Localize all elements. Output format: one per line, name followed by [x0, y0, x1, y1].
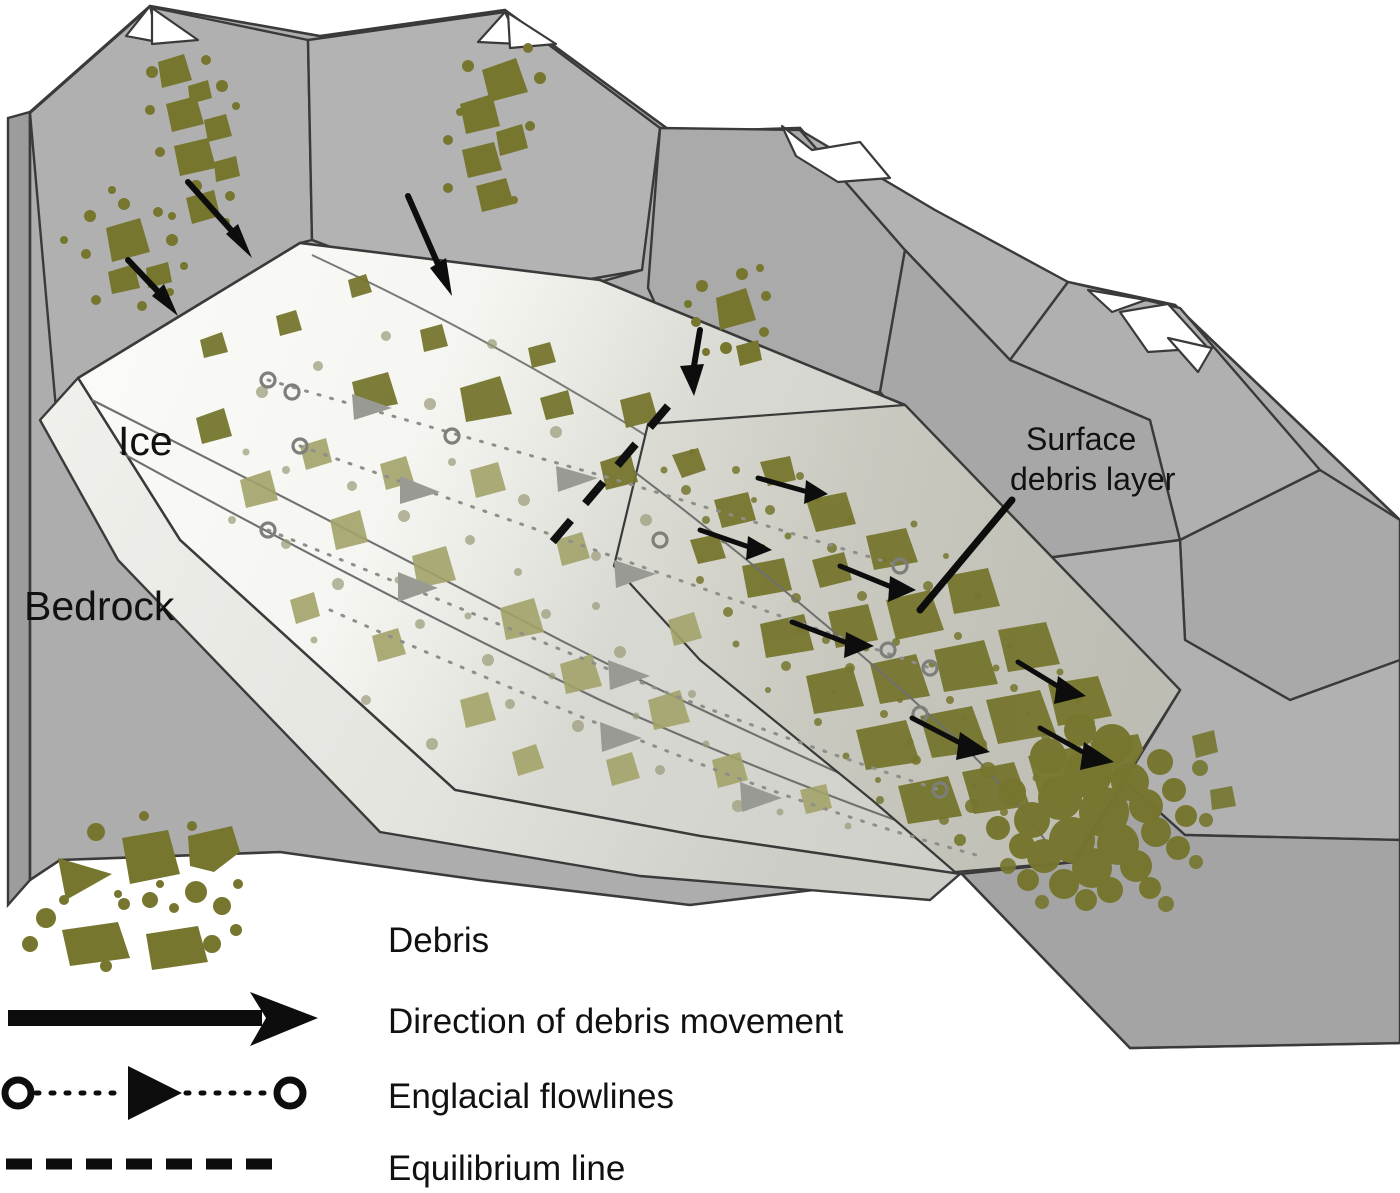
surface-debris-layer-leader: [916, 496, 1016, 614]
englacial-flowline-4: [328, 608, 982, 858]
debris-arrow-2: [697, 527, 772, 560]
flowline-arrowheads: [352, 394, 782, 812]
legend-symbol-englacial-flowlines: [1, 1066, 307, 1120]
ice-label: Ice: [118, 418, 173, 464]
surface-debris-layer-label-line2: debris layer: [1010, 461, 1176, 497]
englacial-flowlines-group: [259, 371, 982, 858]
englacial-flowline-2: [298, 444, 932, 670]
englacial-debris-clasts: [196, 274, 852, 830]
equilibrium-line: [540, 403, 672, 555]
terminal-debris-mound: [954, 714, 1236, 912]
headwall-arrow-2: [125, 257, 178, 316]
headwall-debris-arrows: [125, 179, 704, 396]
debris-arrow-4: [789, 619, 874, 658]
snow-cap-saddle-right: [780, 124, 892, 184]
legend: Debris Direction of debris movement Engl…: [1, 811, 843, 1188]
legend-symbol-debris-direction: [8, 992, 318, 1046]
legend-label-debris-direction: Direction of debris movement: [388, 1002, 843, 1041]
snow-caps: [124, 4, 1214, 374]
bedrock-left-face: [6, 110, 32, 909]
debris-arrow-7: [1037, 725, 1114, 770]
snow-cap-peak-2: [150, 6, 200, 46]
snow-cap-peak-4: [506, 11, 558, 50]
bedrock-label: Bedrock: [24, 583, 175, 629]
headwall-arrow-3: [405, 193, 452, 296]
headwall-arrow-1: [185, 179, 252, 258]
headwall-cluster-d: [684, 264, 771, 366]
headwall-arrow-4: [680, 327, 704, 396]
debris-arrow-1: [755, 475, 828, 504]
debris-arrow-5: [1015, 659, 1086, 704]
snow-cap-far-right-a: [1086, 288, 1148, 314]
surface-debris-layer-label-line1: Surface: [1026, 421, 1136, 457]
legend-label-englacial-flowlines: Englacial flowlines: [388, 1077, 674, 1116]
legend-symbol-debris: [22, 811, 243, 972]
debris-arrow-3: [837, 563, 916, 602]
debris-movement-arrows-surface: [697, 475, 1114, 770]
headwall-cluster-c: [443, 43, 546, 212]
headwall-debris-clusters: [60, 43, 771, 366]
glacier-ice-flank: [38, 376, 962, 902]
legend-label-equilibrium-line: Equilibrium line: [388, 1149, 625, 1188]
debris-arrow-6: [909, 715, 990, 760]
legend-label-debris: Debris: [388, 921, 489, 960]
snow-cap-far-right-c: [1166, 336, 1214, 374]
